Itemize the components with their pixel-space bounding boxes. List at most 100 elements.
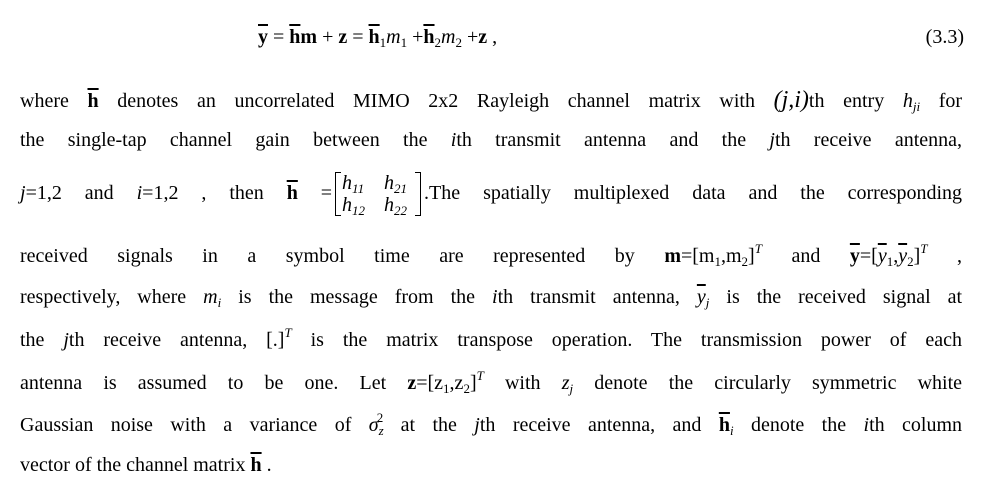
math-fragment: 2	[907, 254, 914, 269]
text-fragment: is the message from the	[238, 286, 476, 308]
text-fragment: ,	[957, 245, 963, 267]
text-fragment: h	[289, 26, 301, 48]
text-fragment: m	[203, 286, 218, 308]
paragraph-line-7: antenna is assumed to be one. Let z =[z1,…	[20, 368, 963, 396]
text-fragment: .	[266, 454, 272, 476]
paragraph-line-2: the single-tap channel gain between the …	[20, 127, 962, 153]
math-fragment: 1	[443, 381, 450, 396]
text-fragment: +	[466, 26, 479, 48]
text-fragment: σ	[368, 414, 379, 436]
text-fragment: where	[20, 90, 69, 112]
text-fragment: ,m	[720, 245, 742, 267]
text-fragment: for	[938, 90, 963, 112]
paragraph-line-5: respectively, where mi is the message fr…	[20, 284, 962, 310]
text-fragment: denotes an uncorrelated MIMO 2x2 Rayleig…	[117, 90, 755, 112]
text-fragment: ,	[893, 245, 899, 267]
text-fragment: m	[386, 26, 401, 48]
text-fragment: h	[368, 26, 380, 48]
text-fragment: 2	[455, 35, 462, 50]
math-fragment: T	[284, 325, 291, 340]
text-fragment: is the matrix transpose operation. The t…	[310, 329, 963, 351]
text-fragment: m	[300, 26, 318, 48]
math-fragment: h21	[384, 172, 414, 195]
text-fragment: h	[384, 194, 395, 217]
text-fragment: T	[920, 241, 928, 256]
text-fragment: the single-tap channel gain between the	[20, 129, 428, 151]
text-fragment: th column	[869, 414, 963, 436]
text-fragment: h	[250, 454, 262, 476]
text-fragment: is the received signal at	[726, 286, 963, 308]
math-fragment: ji	[913, 99, 920, 114]
text-fragment: and	[791, 245, 821, 267]
text-fragment: h	[342, 194, 353, 217]
text-fragment: =	[320, 182, 333, 204]
text-fragment: h	[423, 26, 435, 48]
text-fragment: T	[476, 368, 484, 383]
math-fragment: T	[755, 241, 762, 256]
text-fragment: i	[729, 423, 734, 438]
text-fragment: 2	[376, 410, 384, 425]
text-fragment: =1,2	[25, 182, 62, 204]
math-fragment: 1	[886, 254, 894, 269]
paragraph-line-6: the jth receive antenna, [.]T is the mat…	[20, 325, 963, 353]
text-fragment: j	[20, 182, 26, 204]
text-fragment: T	[284, 325, 292, 340]
text-fragment: i	[450, 129, 457, 151]
paragraph-line-4: received signals in a symbol time are re…	[20, 241, 963, 269]
text-fragment: =[z	[416, 372, 444, 394]
text-fragment: +	[412, 26, 424, 48]
text-fragment: =	[352, 26, 364, 48]
text-fragment: h	[384, 172, 395, 195]
text-fragment: z	[338, 26, 348, 48]
text-fragment: and	[84, 182, 114, 204]
math-fragment: z	[379, 423, 384, 438]
math-fragment: i	[218, 295, 222, 310]
text-fragment: h	[286, 182, 298, 204]
text-fragment: [.]	[266, 329, 285, 351]
text-fragment: antenna is assumed to be one. Let	[20, 372, 387, 394]
math-fragment: 1	[714, 254, 721, 269]
text-fragment: th transmit antenna,	[497, 286, 680, 308]
math-fragment: T	[920, 241, 927, 256]
text-fragment: th receive antenna, and	[479, 414, 702, 436]
text-fragment: h	[902, 90, 913, 112]
text-fragment: =1,2	[142, 182, 179, 204]
text-fragment: m	[441, 26, 456, 48]
paragraph-line-8: Gaussian noise with a variance of σz2 at…	[20, 410, 963, 438]
text-fragment: j	[63, 329, 69, 351]
text-fragment: j	[705, 295, 710, 310]
text-fragment: ,z	[449, 372, 464, 394]
math-fragment: h 11 h21	[342, 172, 414, 197]
text-fragment: y	[849, 245, 860, 267]
text-fragment: z	[478, 26, 488, 48]
text-fragment: y	[696, 286, 706, 308]
text-fragment: denote the circularly symmetric white	[594, 372, 963, 394]
text-fragment: , then	[201, 182, 264, 204]
text-fragment: 2	[434, 35, 442, 50]
text-fragment: respectively, where	[20, 286, 187, 308]
math-fragment: i	[730, 423, 734, 438]
text-fragment: y	[877, 245, 887, 267]
text-fragment: 11	[352, 181, 365, 197]
text-fragment: denote the	[750, 414, 847, 436]
text-fragment: =[m	[680, 245, 715, 267]
math-fragment: 2	[741, 254, 749, 269]
text-fragment: th transmit antenna and the	[456, 129, 747, 151]
text-fragment: 1	[400, 35, 408, 50]
text-fragment: ]	[469, 372, 477, 394]
text-fragment: (j,i)	[773, 87, 809, 113]
math-fragment: 2	[463, 381, 470, 396]
text-fragment: i	[136, 182, 143, 204]
text-fragment: j	[474, 414, 480, 436]
text-fragment: z	[561, 372, 570, 394]
text-fragment: j	[769, 129, 775, 151]
text-fragment: with	[504, 372, 541, 394]
text-fragment: ]	[748, 245, 755, 267]
text-fragment: th receive antenna,	[68, 329, 248, 351]
text-fragment: the	[20, 329, 45, 351]
text-fragment: T	[754, 241, 762, 256]
text-fragment: th receive antenna,	[774, 129, 963, 151]
